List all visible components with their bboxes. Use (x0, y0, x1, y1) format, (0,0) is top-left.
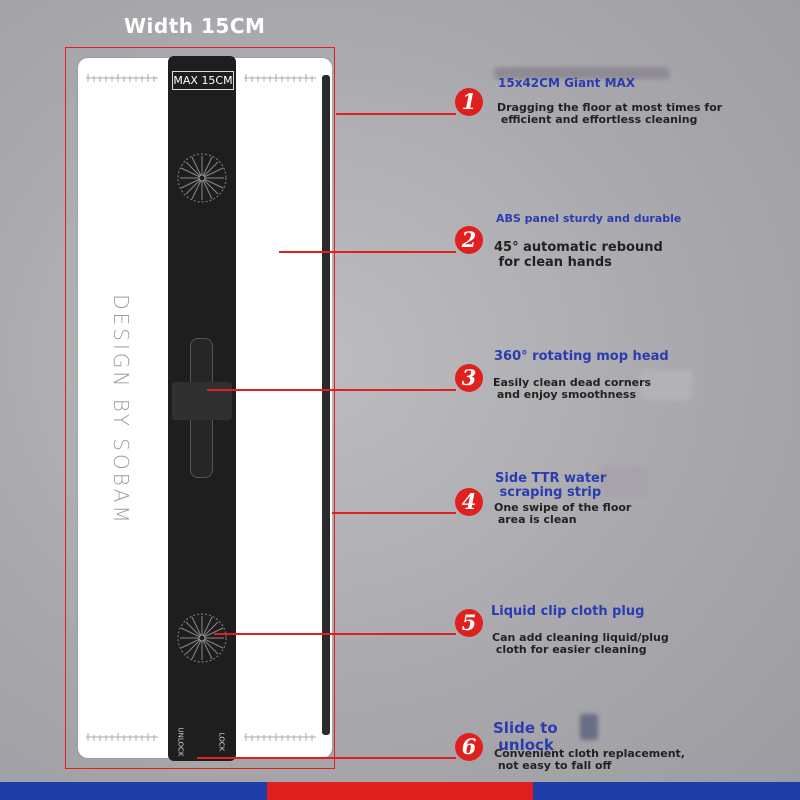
feature-number-6: 6 (455, 733, 483, 761)
brand-text: DESIGN BY SOBAM (109, 294, 133, 526)
leader-line-1 (336, 113, 456, 115)
feature-5-title: Liquid clip cloth plug (491, 604, 645, 619)
bottom-strip-blue-left (0, 782, 267, 800)
ruler-bottom-left (86, 733, 158, 741)
feature-5-description: Can add cleaning liquid/plug cloth for e… (492, 631, 669, 656)
feature-1-description: Dragging the floor at most times for eff… (497, 101, 723, 126)
feature-2-title: ABS panel sturdy and durable (496, 212, 682, 225)
ruler-top-right (244, 74, 316, 82)
feature-2-description: 45° automatic rebound for clean hands (494, 240, 663, 270)
feature-1-title: 15x42CM Giant MAX (498, 76, 636, 90)
blurred-text (580, 714, 598, 740)
bottom-strip-red (267, 782, 533, 800)
feature-number-1: 1 (455, 88, 483, 116)
feature-number-3: 3 (455, 364, 483, 392)
leader-line-4 (332, 512, 456, 514)
leader-line-6 (197, 757, 456, 759)
feature-3-description: Easily clean dead corners and enjoy smoo… (493, 376, 652, 401)
feature-4-description: One swipe of the floor area is clean (494, 501, 632, 526)
ruler-top-left (86, 74, 158, 82)
rotating-joint-block (172, 382, 232, 420)
blurred-text (494, 67, 669, 79)
blurred-text (640, 370, 692, 400)
slide-lock[interactable]: UNLOCK LOCK (172, 728, 238, 758)
water-scraping-strip (322, 75, 330, 735)
max-size-label: MAX 15CM (172, 71, 234, 90)
leader-line-3 (207, 389, 456, 391)
width-label: Width 15CM (124, 14, 266, 38)
gear-wheel-icon (176, 152, 228, 204)
feature-3-title: 360° rotating mop head (494, 349, 669, 364)
product-frame (65, 47, 335, 769)
cap-lock-label: LOCK (217, 732, 226, 752)
feature-number-4: 4 (455, 488, 483, 516)
feature-number-2: 2 (455, 226, 483, 254)
gear-wheel-icon (176, 612, 228, 664)
cap-unlock-label: UNLOCK (176, 727, 185, 757)
blurred-text (600, 466, 648, 498)
leader-line-2 (279, 251, 456, 253)
bottom-strip-blue-right (533, 782, 800, 800)
leader-line-5 (214, 633, 456, 635)
feature-6-description: Convenient cloth replacement, not easy t… (494, 747, 685, 772)
feature-4-title: Side TTR water scraping strip (495, 471, 607, 500)
feature-6-title: Slide to unlock (493, 719, 558, 754)
feature-number-5: 5 (455, 609, 483, 637)
ruler-bottom-right (244, 733, 316, 741)
